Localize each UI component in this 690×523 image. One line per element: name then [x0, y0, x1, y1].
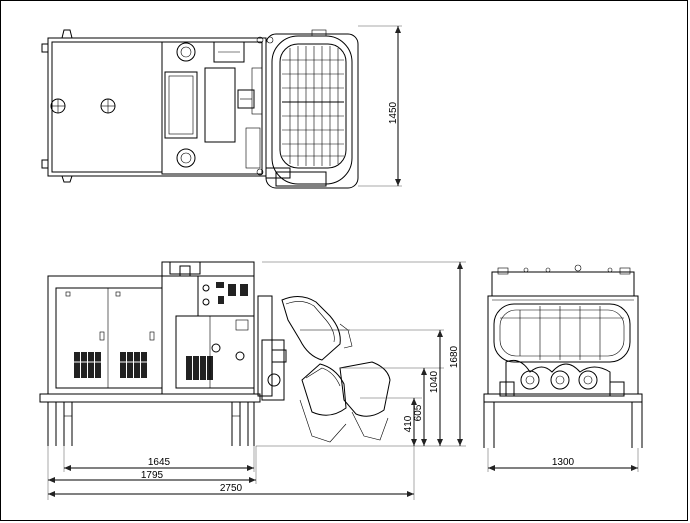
dim-top-width: 1450: [388, 101, 399, 124]
dim-front-width: 1300: [552, 457, 575, 468]
front-view: 1300: [483, 264, 643, 472]
dim-605: 605: [413, 404, 424, 421]
center-louvre: [120, 352, 147, 378]
dim-410: 410: [403, 415, 414, 432]
top-view: 1450: [41, 25, 402, 189]
dim-1680: 1680: [449, 345, 460, 368]
radiator-grid: [282, 46, 344, 166]
dim-1040: 1040: [429, 370, 440, 393]
left-louvre: [74, 352, 101, 378]
dim-1795: 1795: [141, 470, 164, 481]
dim-2750: 2750: [220, 483, 243, 494]
side-view: 410 605 1040 1680 1645 1795 2750: [39, 261, 466, 500]
right-louvre: [186, 356, 213, 380]
dim-1645: 1645: [148, 457, 171, 468]
